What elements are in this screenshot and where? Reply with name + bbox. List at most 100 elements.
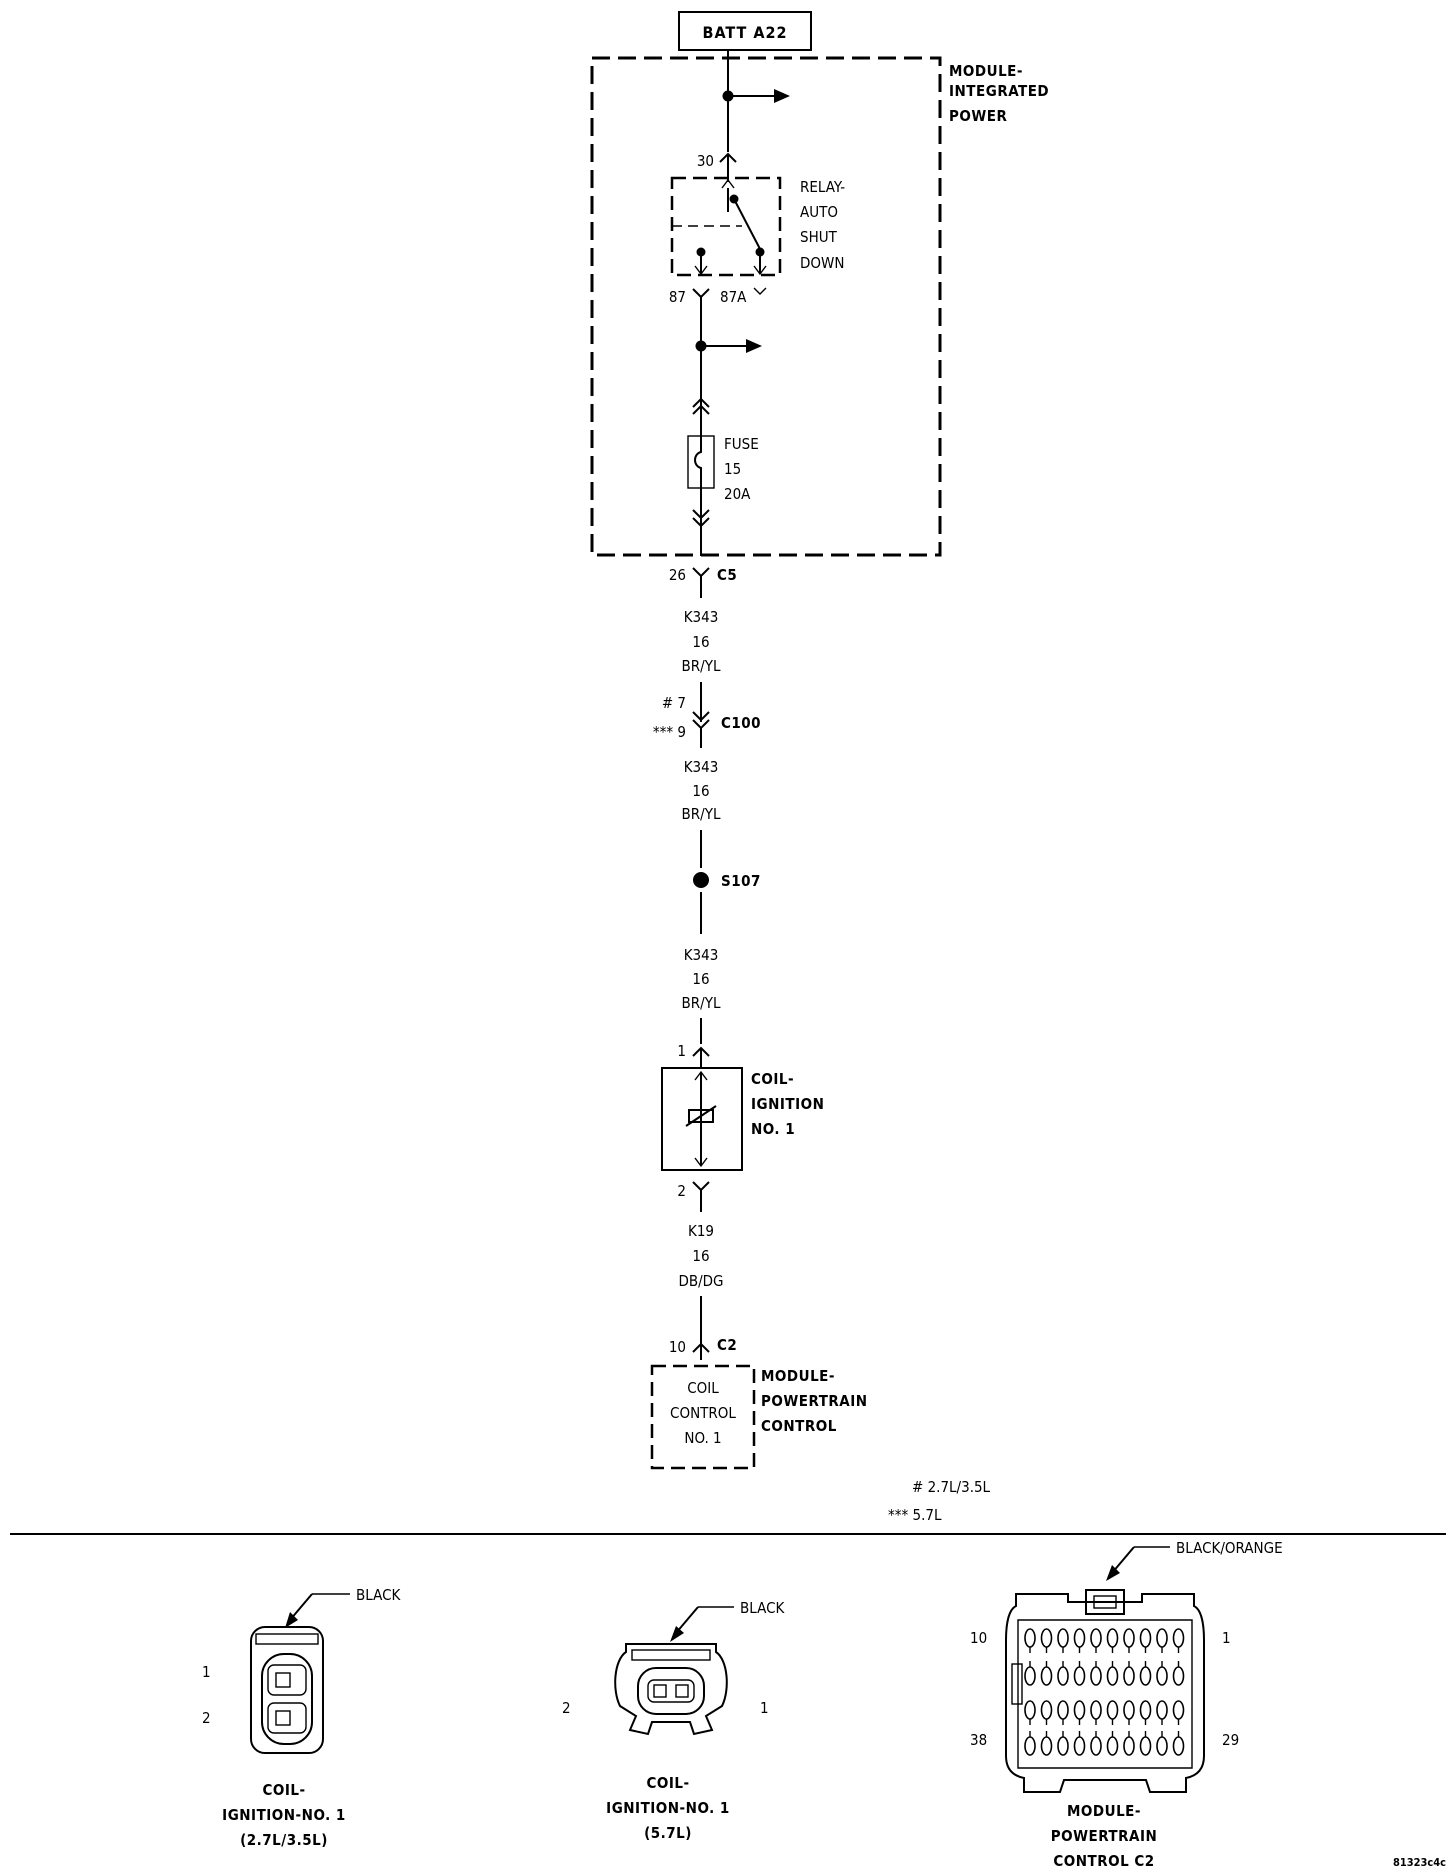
pcm-connector: C2 <box>717 1336 737 1354</box>
wire1-color: BR/YL <box>682 657 721 675</box>
coil-title-2: IGNITION <box>751 1095 824 1113</box>
wire4-circuit: K19 <box>688 1222 714 1240</box>
coil27-pin-2: 2 <box>202 1709 211 1727</box>
pcmc2-title-2: POWERTRAIN <box>1051 1827 1158 1845</box>
wire3-gauge: 16 <box>692 970 709 988</box>
coil-title-3: NO. 1 <box>751 1120 795 1138</box>
c5-pin: 26 <box>669 566 686 584</box>
coil57-pin-1: 1 <box>760 1699 769 1717</box>
pcm-box-1: COIL <box>687 1379 719 1397</box>
relay-pin-87a: 87A <box>720 288 747 306</box>
pcm-pin-cavity <box>1172 1666 1185 1686</box>
wire1-gauge: 16 <box>692 633 709 651</box>
pcm-pin-cavity <box>1057 1628 1069 1648</box>
pcmc2-title-1: MODULE- <box>1067 1802 1141 1820</box>
wire2-gauge: 16 <box>692 782 709 800</box>
pcm-pin-cavity <box>1057 1700 1069 1720</box>
pcm-pin-cavity <box>1172 1736 1185 1756</box>
pcm-pin-cavity <box>1073 1628 1086 1648</box>
c100-pin-hash: # 7 <box>662 694 686 712</box>
pcm-pin-cavity <box>1040 1736 1053 1756</box>
wire3-circuit: K343 <box>684 946 719 964</box>
c100-pin-star: *** 9 <box>653 723 686 741</box>
ipm-title-2: INTEGRATED <box>949 82 1049 100</box>
pcmc2-pin-38: 38 <box>970 1731 987 1749</box>
splice-name: S107 <box>721 872 761 890</box>
fuse-label-3: 20A <box>724 485 751 503</box>
pcmc2-color: BLACK/ORANGE <box>1176 1539 1283 1557</box>
pcm-pin-cavity <box>1106 1666 1119 1686</box>
coil57-color: BLACK <box>740 1599 786 1617</box>
connector-c100: # 7 *** 9 C100 <box>653 694 761 748</box>
pcm-pin-cavity <box>1024 1700 1036 1720</box>
wire2-circuit: K343 <box>684 758 719 776</box>
coil57-title-1: COIL- <box>646 1774 689 1792</box>
pcm-pin-cavity <box>1139 1700 1152 1720</box>
note-star: *** 5.7L <box>888 1506 942 1524</box>
pcm-pin-cavity <box>1172 1700 1185 1720</box>
pcm-pin-cavity <box>1156 1666 1168 1686</box>
pcm-pin-cavity <box>1106 1700 1119 1720</box>
pcm-pin-cavity <box>1123 1666 1135 1686</box>
c5-name: C5 <box>717 566 737 584</box>
coil-pin-bottom: 2 <box>677 1182 686 1200</box>
relay-title-1: RELAY- <box>800 178 845 196</box>
ipm-module: MODULE- INTEGRATED POWER <box>590 56 1049 557</box>
note-hash: # 2.7L/3.5L <box>912 1478 991 1496</box>
relay-title-2: AUTO <box>800 203 838 221</box>
ipm-title-1: MODULE- <box>949 62 1023 80</box>
pcmc2-pin-1: 1 <box>1222 1629 1231 1647</box>
pcm-pin-cavity <box>1040 1628 1053 1648</box>
pcm-pin-cavity <box>1172 1628 1185 1648</box>
pcm-pin-cavity <box>1106 1628 1119 1648</box>
wire-k19: K19 16 DB/DG <box>678 1222 724 1360</box>
relay-title-4: DOWN <box>800 254 844 272</box>
pcmc2-pin-29: 29 <box>1222 1731 1239 1749</box>
pcmc2-pin-10: 10 <box>970 1629 987 1647</box>
coil27-pin-1: 1 <box>202 1663 211 1681</box>
engine-notes: # 2.7L/3.5L *** 5.7L <box>888 1478 991 1524</box>
pcm-c2-pin-grid <box>1024 1628 1185 1756</box>
pcm-box-2: CONTROL <box>670 1404 736 1422</box>
pcm-pin-cavity <box>1090 1628 1102 1648</box>
coil57-title-2: IGNITION-NO. 1 <box>606 1799 730 1817</box>
wire1-circuit: K343 <box>684 608 719 626</box>
pcm-pin-cavity <box>1139 1736 1152 1756</box>
pcm-pin-cavity <box>1139 1628 1152 1648</box>
pcm-pin-cavity <box>1073 1666 1086 1686</box>
coil-pin-top: 1 <box>677 1042 686 1060</box>
figure-id: 81323c4c <box>1393 1856 1446 1869</box>
pcm-title-1: MODULE- <box>761 1367 835 1385</box>
pcmc2-title-3: CONTROL C2 <box>1053 1852 1154 1870</box>
coil27-color: BLACK <box>356 1586 402 1604</box>
pcm-pin-cavity <box>1123 1628 1135 1648</box>
wire-k343-c: K343 16 BR/YL <box>682 946 721 1044</box>
pcm-pin-cavity <box>1123 1736 1135 1756</box>
wire4-color: DB/DG <box>678 1272 723 1290</box>
coil57-title-3: (5.7L) <box>644 1824 692 1842</box>
wire4-gauge: 16 <box>692 1247 709 1265</box>
ipm-title-3: POWER <box>949 107 1007 125</box>
wire-k343-a: K343 16 BR/YL <box>682 608 721 722</box>
pcm-pin-cavity <box>1057 1736 1069 1756</box>
ignition-coil-1: 1 COIL- IGNITION NO. 1 2 <box>661 1042 824 1212</box>
coil57-pin-2: 2 <box>562 1699 571 1717</box>
pcm-pin-cavity <box>1024 1736 1036 1756</box>
pcm-pin-cavity <box>1090 1736 1102 1756</box>
coil27-title-2: IGNITION-NO. 1 <box>222 1806 346 1824</box>
pcm-pin-cavity <box>1156 1628 1168 1648</box>
pcm-pin-cavity <box>1024 1628 1036 1648</box>
fuse-label-2: 15 <box>724 460 741 478</box>
pcm-title-3: CONTROL <box>761 1417 837 1435</box>
fuse-label-1: FUSE <box>724 435 759 453</box>
connector-view-coil-57: BLACK 2 1 COIL- IGNITION-NO. 1 (5.7L) <box>562 1599 786 1842</box>
pcm-pin-cavity <box>1090 1700 1102 1720</box>
connector-view-pcm-c2: BLACK/ORANGE 10 1 38 29 MODULE- POWERTRA… <box>970 1539 1283 1870</box>
batt-source: BATT A22 <box>678 11 812 152</box>
pcm-pin: 10 <box>669 1338 686 1356</box>
pcm-pin-cavity <box>1123 1700 1135 1720</box>
wire2-color: BR/YL <box>682 805 721 823</box>
c100-name: C100 <box>721 714 761 732</box>
pcm-box-3: NO. 1 <box>684 1429 721 1447</box>
